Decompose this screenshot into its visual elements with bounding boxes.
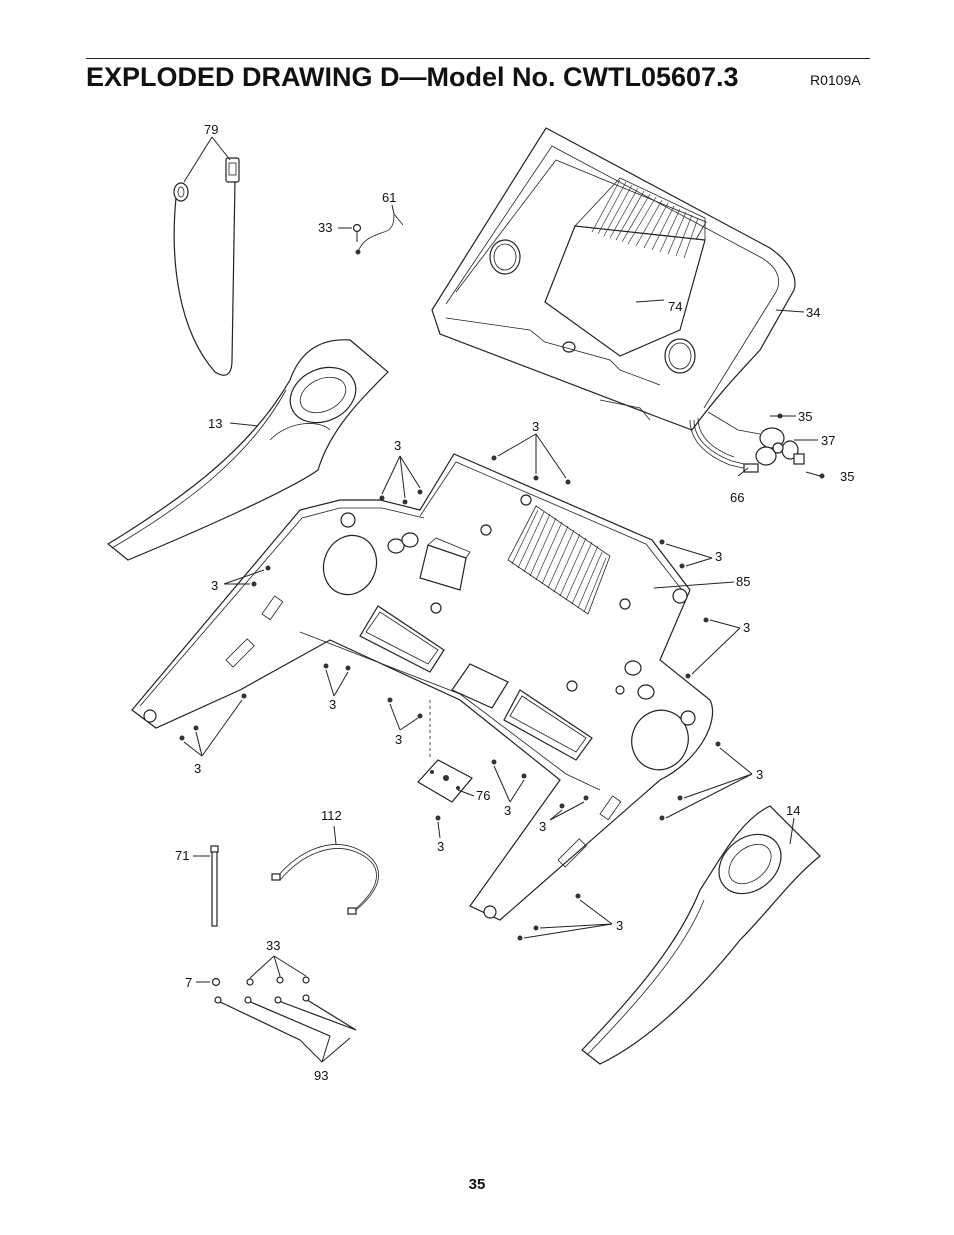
callout-93: 93 <box>314 1068 328 1083</box>
screw-35-pair <box>770 413 825 479</box>
callout-3-d: 3 <box>715 549 722 564</box>
part-93-strips <box>214 994 357 1063</box>
callout-3-j: 3 <box>504 803 511 818</box>
page-number: 35 <box>468 1176 486 1193</box>
callout-33-bottom: 33 <box>266 938 280 953</box>
part-61-ground-wire <box>355 204 404 255</box>
header-rule <box>86 58 870 59</box>
part-79-cord <box>173 136 240 376</box>
screw-33-top <box>338 223 362 242</box>
callout-3-m: 3 <box>616 918 623 933</box>
callout-3-b: 3 <box>532 419 539 434</box>
part-76-bracket <box>417 700 475 803</box>
part-14-right-handrail <box>581 805 821 1065</box>
page-title: EXPLODED DRAWING D—Model No. CWTL05607.3 <box>86 62 739 92</box>
screws-33-bottom <box>246 955 310 986</box>
part-85-lower-shell <box>131 453 735 921</box>
callout-34: 34 <box>806 305 820 320</box>
callout-112: 112 <box>321 808 342 823</box>
callout-85: 85 <box>736 574 750 589</box>
callout-3-h: 3 <box>194 761 201 776</box>
part-34-console-base <box>431 127 805 431</box>
callout-3-i: 3 <box>756 767 763 782</box>
callout-3-k: 3 <box>539 819 546 834</box>
callout-13: 13 <box>208 416 222 431</box>
part-74-overlay <box>544 225 706 357</box>
callout-7: 7 <box>185 975 192 990</box>
drawing-code: R0109A <box>810 72 861 88</box>
callout-3-l: 3 <box>437 839 444 854</box>
part-112-cable <box>271 825 379 915</box>
part-66-wire-harness <box>689 411 761 477</box>
callout-labels: 79 61 33 74 34 13 35 37 35 66 3 3 3 85 3… <box>175 122 854 1083</box>
shell-vent <box>507 505 611 615</box>
callout-35-bottom: 35 <box>840 469 854 484</box>
callout-3-e: 3 <box>743 620 750 635</box>
callout-37: 37 <box>821 433 835 448</box>
callout-76: 76 <box>476 788 490 803</box>
screws-3 <box>179 433 753 941</box>
part-37-fan <box>755 427 818 466</box>
callout-61: 61 <box>382 190 396 205</box>
callout-3-c: 3 <box>211 578 218 593</box>
callout-14: 14 <box>786 803 800 818</box>
callout-71: 71 <box>175 848 189 863</box>
callout-66: 66 <box>730 490 744 505</box>
part-13-left-handrail <box>106 339 389 561</box>
part-71-cable-tie <box>193 845 219 927</box>
console-grille <box>591 179 699 259</box>
callout-35-top: 35 <box>798 409 812 424</box>
callout-3-g: 3 <box>395 732 402 747</box>
callout-33-top: 33 <box>318 220 332 235</box>
callout-79: 79 <box>204 122 218 137</box>
callout-3-a: 3 <box>394 438 401 453</box>
callout-3-f: 3 <box>329 697 336 712</box>
screw-7 <box>196 977 221 987</box>
callout-74: 74 <box>668 299 682 314</box>
